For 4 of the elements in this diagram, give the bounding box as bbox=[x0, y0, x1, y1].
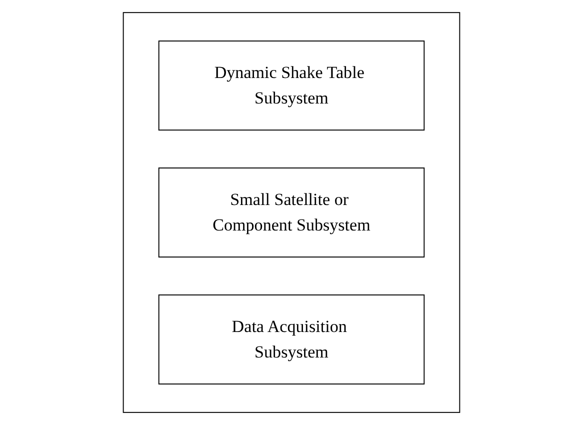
diagram: Dynamic Shake Table Subsystem Small Satellite or Component Subsystem Data Acquisition Subsystem bbox=[106, 5, 476, 420]
node-box bbox=[158, 40, 424, 131]
node-box bbox=[158, 168, 424, 258]
node-box bbox=[158, 294, 424, 384]
